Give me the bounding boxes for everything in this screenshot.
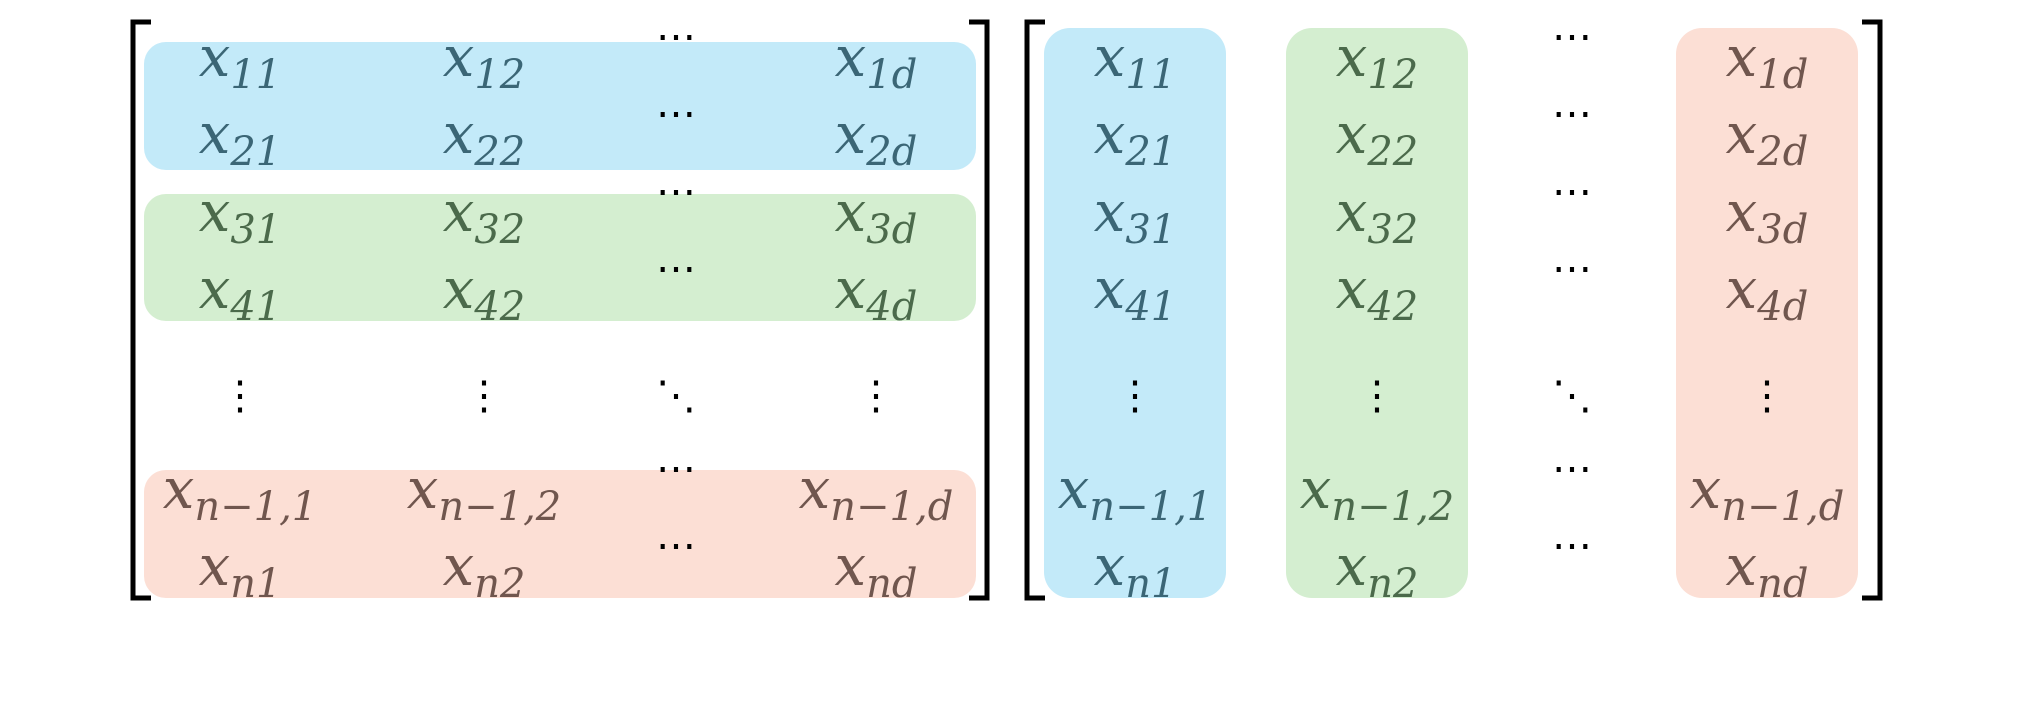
- matrix-entry: x42: [443, 257, 526, 330]
- matrix-entry: xn1: [199, 534, 282, 607]
- ellipsis-diagonal: ⋱: [656, 373, 696, 419]
- matrix-entry: x2d: [835, 102, 918, 175]
- ellipsis-vertical: ⋮: [1747, 373, 1787, 419]
- ellipsis-horizontal: ⋯: [1552, 523, 1592, 569]
- ellipsis-vertical: ⋮: [856, 373, 896, 419]
- ellipsis-vertical: ⋮: [464, 373, 504, 419]
- left-bracket: [1024, 19, 1045, 601]
- matrix-entry: xn−1,d: [1690, 457, 1845, 530]
- ellipsis-horizontal: ⋯: [1552, 169, 1592, 215]
- left-bracket: [130, 19, 151, 601]
- matrix-entry: xn−1,2: [407, 457, 561, 530]
- matrix-entry: xn−1,2: [1300, 457, 1454, 530]
- ellipsis-diagonal: ⋱: [1552, 373, 1592, 419]
- ellipsis-horizontal: ⋯: [656, 91, 696, 137]
- row-partitioned-matrix: x11 x12 ⋯ x1d x21 x22 ⋯ x2d x31 x32 ⋯ x3d x41 x42 ⋯ x4d…: [130, 14, 990, 607]
- matrix-entry: x11: [199, 25, 282, 98]
- matrix-entry: x21: [1094, 102, 1177, 175]
- right-bracket: [969, 19, 990, 601]
- ellipsis-vertical: ⋮: [1115, 373, 1155, 419]
- matrix-entry: x12: [443, 25, 526, 98]
- row-group-blue-band: [144, 42, 976, 170]
- ellipsis-horizontal: ⋯: [656, 169, 696, 215]
- matrix-entry: xn−1,1: [1058, 457, 1212, 530]
- matrix-entry: xnd: [1726, 534, 1809, 607]
- matrix-entry: x11: [1094, 25, 1177, 98]
- ellipsis-horizontal: ⋯: [1552, 446, 1592, 492]
- matrix-entry: xn−1,1: [163, 457, 317, 530]
- column-group-red-band: [1676, 28, 1858, 598]
- ellipsis-horizontal: ⋯: [656, 246, 696, 292]
- matrix-entry: x32: [443, 180, 526, 253]
- matrix-entry: xnd: [835, 534, 918, 607]
- matrix-entry: xn2: [1336, 534, 1419, 607]
- ellipsis-horizontal: ⋯: [656, 446, 696, 492]
- ellipsis-horizontal: ⋯: [1552, 91, 1592, 137]
- matrix-entry: x31: [199, 180, 282, 253]
- ellipsis-horizontal: ⋯: [1552, 246, 1592, 292]
- row-group-green-band: [144, 194, 976, 321]
- matrix-entry: xn1: [1094, 534, 1177, 607]
- matrix-entry: x3d: [1726, 180, 1809, 253]
- matrix-entry: x22: [1336, 102, 1419, 175]
- matrix-entry: x3d: [835, 180, 918, 253]
- matrix-entry: x2d: [1726, 102, 1809, 175]
- matrix-entry: x21: [199, 102, 282, 175]
- matrix-entry: x1d: [835, 25, 918, 98]
- column-group-blue-band: [1044, 28, 1226, 598]
- row-group-red-band: [144, 470, 976, 598]
- matrix-entry: x32: [1336, 180, 1419, 253]
- matrix-entry: xn2: [443, 534, 526, 607]
- matrix-entry: x41: [1094, 257, 1177, 330]
- right-bracket: [1862, 19, 1883, 601]
- matrix-entry: x4d: [835, 257, 918, 330]
- matrix-entry: x31: [1094, 180, 1177, 253]
- matrix-entry: x41: [199, 257, 282, 330]
- matrix-entry: x4d: [1726, 257, 1809, 330]
- matrix-entry: x1d: [1726, 25, 1809, 98]
- matrix-entry: x12: [1336, 25, 1419, 98]
- ellipsis-horizontal: ⋯: [656, 14, 696, 60]
- ellipsis-vertical: ⋮: [220, 373, 260, 419]
- column-group-green-band: [1286, 28, 1468, 598]
- ellipsis-horizontal: ⋯: [1552, 14, 1592, 60]
- ellipsis-horizontal: ⋯: [656, 523, 696, 569]
- matrix-entry: xn−1,d: [799, 457, 954, 530]
- matrix-entry: x22: [443, 102, 526, 175]
- matrix-entry: x42: [1336, 257, 1419, 330]
- ellipsis-vertical: ⋮: [1357, 373, 1397, 419]
